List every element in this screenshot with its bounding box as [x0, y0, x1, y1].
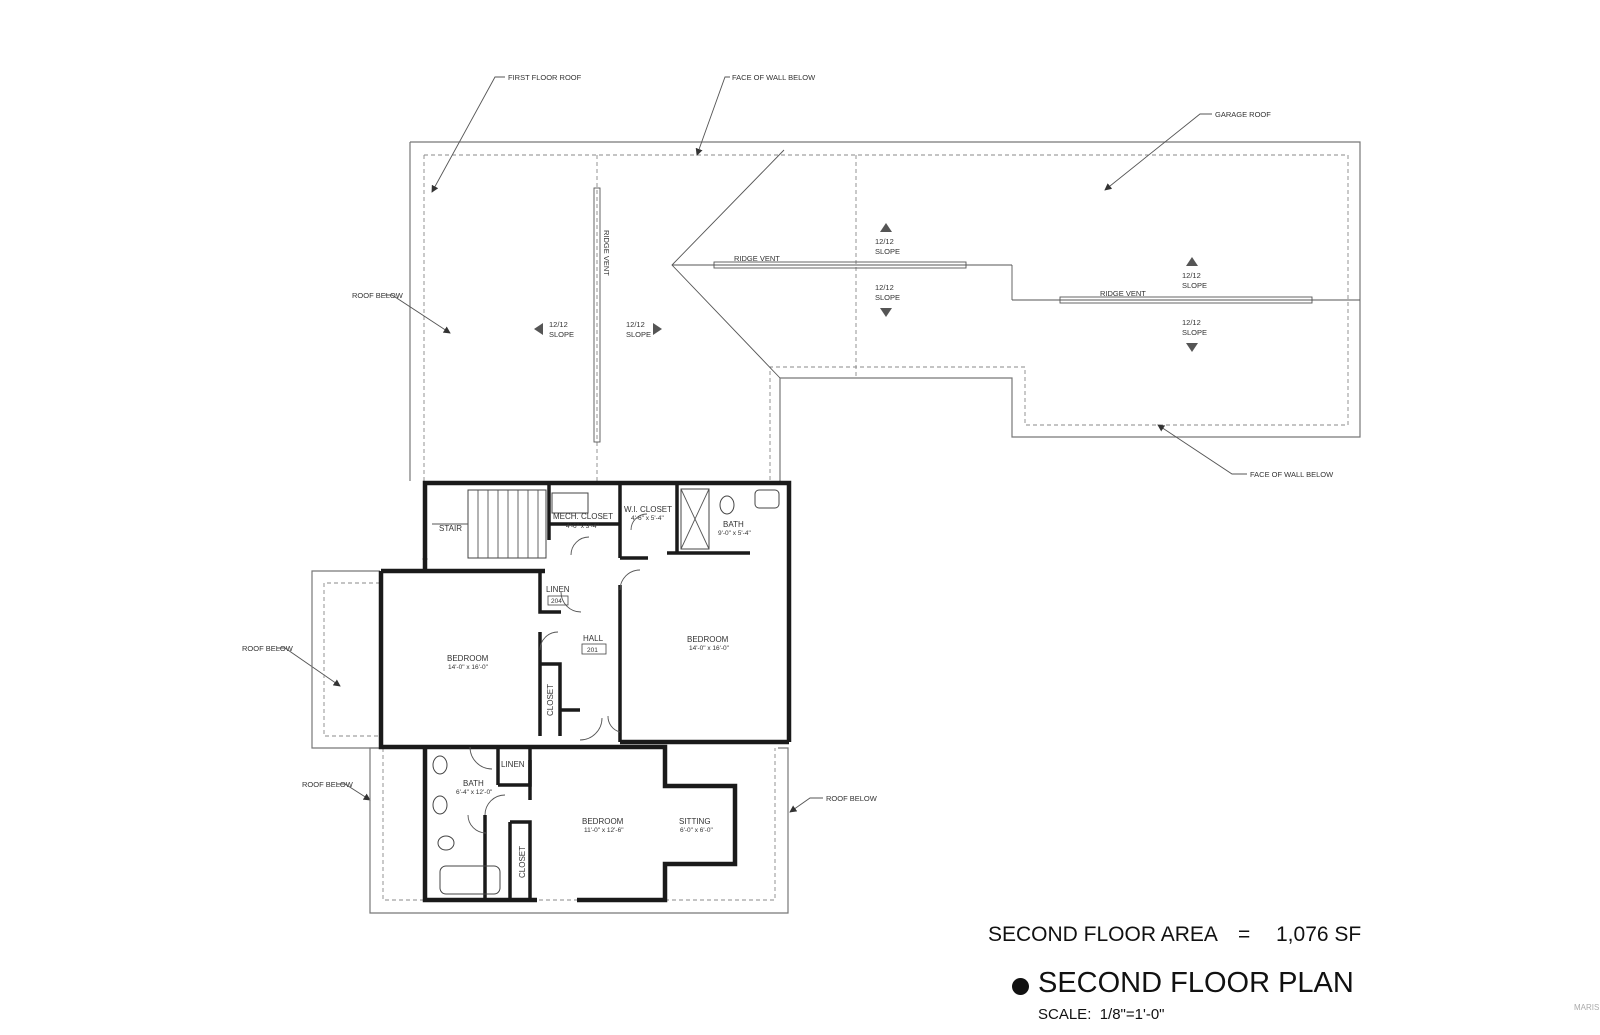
ridge-vent-label-3: RIDGE VENT	[602, 230, 611, 276]
sink-icon	[432, 755, 448, 775]
slope-arrow-icon	[880, 223, 892, 232]
room-closet-south-label: CLOSET	[518, 846, 527, 878]
room-bedroom-west-label: BEDROOM	[447, 654, 489, 663]
room-bath-south-dim: 6'-4" x 12'-0"	[456, 789, 493, 796]
room-bedroom-south-label: BEDROOM	[582, 817, 624, 826]
stair-treads	[432, 489, 547, 559]
slope-word-6: SLOPE	[1182, 328, 1207, 337]
roof-outline	[409, 141, 1361, 481]
plan-scale: SCALE: 1/8"=1'-0"	[1038, 1006, 1165, 1023]
slope-word-2: SLOPE	[626, 330, 651, 339]
bathtub-icon	[439, 865, 501, 895]
slope-pitch-3: 12/12	[875, 237, 894, 246]
slope-arrow-icon	[880, 308, 892, 317]
room-stair-label: STAIR	[439, 524, 462, 533]
room-master-bath-label: BATH	[723, 520, 744, 529]
interior-walls	[483, 483, 750, 900]
exterior-walls	[378, 480, 792, 903]
slope-arrow-icon	[1186, 343, 1198, 352]
room-mech-closet-label: MECH. CLOSET	[553, 512, 613, 521]
room-master-bath-dim: 9'-0" x 5'-4"	[718, 530, 751, 537]
roof-below-label-1: ROOF BELOW	[352, 291, 404, 300]
room-bedroom-west-dim: 14'-0" x 16'-0"	[448, 664, 489, 671]
sink-icon	[432, 795, 448, 815]
room-bedroom-east-dim: 14'-0" x 16'-0"	[689, 645, 730, 652]
door-swings	[467, 513, 648, 834]
room-wi-closet-label: W.I. CLOSET	[624, 505, 672, 514]
floor-area-equals: =	[1238, 923, 1251, 946]
slope-word-4: SLOPE	[875, 293, 900, 302]
roof-below-label-2: ROOF BELOW	[242, 644, 294, 653]
slope-arrow-icon	[653, 323, 662, 335]
room-linen-204-number: 204	[551, 598, 562, 605]
room-mech-closet-dim: 4'-6" x 3'-4"	[566, 523, 599, 530]
roof-below-label-3: ROOF BELOW	[302, 780, 354, 789]
floor-area-label: SECOND FLOOR AREA	[988, 923, 1218, 946]
slope-arrow-icon	[1186, 257, 1198, 266]
room-labels: STAIR MECH. CLOSET 4'-6" x 3'-4" W.I. CL…	[439, 505, 751, 878]
slope-indicators: 12/12 SLOPE 12/12 SLOPE 12/12 SLOPE 12/1…	[534, 223, 1207, 352]
bullet-icon	[1012, 978, 1029, 995]
room-wi-closet-dim: 4'-6" x 5'-4"	[631, 515, 664, 522]
slope-arrow-icon	[534, 323, 543, 335]
plan-title: SECOND FLOOR PLAN	[1038, 967, 1354, 999]
shower-icon	[680, 488, 710, 550]
slope-word-3: SLOPE	[875, 247, 900, 256]
room-sitting-dim: 6'-0" x 6'-0"	[680, 827, 713, 834]
garage-roof-label: GARAGE ROOF	[1215, 110, 1271, 119]
slope-pitch-1: 12/12	[549, 320, 568, 329]
first-floor-roof-label: FIRST FLOOR ROOF	[508, 73, 582, 82]
roof-below-label-4: ROOF BELOW	[826, 794, 878, 803]
face-of-wall-label-top: FACE OF WALL BELOW	[732, 73, 816, 82]
floor-area-value: 1,076 SF	[1276, 923, 1362, 946]
sink-icon	[754, 489, 780, 509]
ridge-vent-label-2: RIDGE VENT	[1100, 289, 1146, 298]
ridge-vent-label-1: RIDGE VENT	[734, 254, 780, 263]
room-sitting-label: SITTING	[679, 817, 711, 826]
slope-pitch-2: 12/12	[626, 320, 645, 329]
mech-unit-icon	[551, 492, 589, 514]
room-bedroom-east-label: BEDROOM	[687, 635, 729, 644]
slope-pitch-5: 12/12	[1182, 271, 1201, 280]
slope-word-1: SLOPE	[549, 330, 574, 339]
room-linen-south-label: LINEN	[501, 760, 525, 769]
toilet-icon	[719, 495, 735, 515]
room-linen-204-label: LINEN	[546, 585, 570, 594]
room-hall-label: HALL	[583, 634, 604, 643]
room-hall-number: 201	[587, 647, 598, 654]
face-of-wall-label-bottom: FACE OF WALL BELOW	[1250, 470, 1334, 479]
room-closet-west-label: CLOSET	[546, 684, 555, 716]
room-bath-south-label: BATH	[463, 779, 484, 788]
slope-pitch-6: 12/12	[1182, 318, 1201, 327]
slope-word-5: SLOPE	[1182, 281, 1207, 290]
slope-pitch-4: 12/12	[875, 283, 894, 292]
watermark-text: MARIS	[1574, 1003, 1600, 1012]
lower-roof-outlines	[311, 570, 789, 914]
room-bedroom-south-dim: 11'-0" x 12'-6"	[584, 827, 624, 834]
plumbing-fixtures	[432, 488, 780, 895]
roof-labels: FIRST FLOOR ROOF FACE OF WALL BELOW GARA…	[242, 73, 1334, 813]
toilet-icon	[437, 835, 455, 851]
